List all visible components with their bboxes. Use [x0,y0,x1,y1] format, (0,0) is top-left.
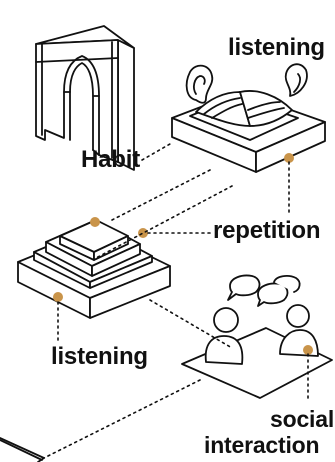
accent-dot [138,228,148,238]
label-listening-left: listening [51,343,148,370]
label-interaction: interaction [204,432,320,458]
label-habit: Habit [81,146,141,173]
empty-platform-icon [0,437,45,462]
book-with-ears-icon [185,63,308,141]
dotted-connectors [43,143,309,459]
stepped-pyramid-icon [17,217,171,319]
accent-dot [303,345,313,355]
accent-dot [90,217,100,227]
accent-dot [53,292,63,302]
people-chatting-icon [204,274,319,365]
accent-dot [284,153,294,163]
label-listening-top: listening [228,34,325,61]
archway-icon [35,25,135,171]
label-social: social [270,406,335,432]
label-repetition: repetition [213,217,321,244]
